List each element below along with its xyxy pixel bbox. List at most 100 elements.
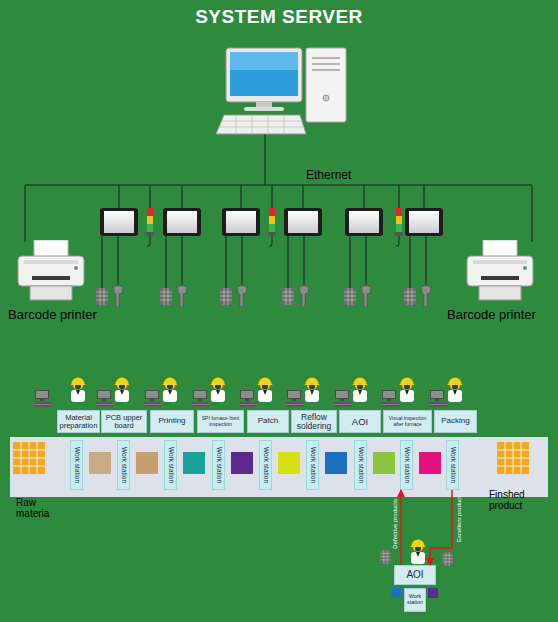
station-pc <box>429 390 447 407</box>
conveyor-band <box>10 437 548 497</box>
work-station-box: Work station <box>306 440 319 490</box>
node-text: Material preparation <box>59 414 98 430</box>
barcode-printer <box>467 240 533 300</box>
station-pc <box>34 390 52 407</box>
barcode-printers <box>18 240 533 300</box>
text-label: Finshed product <box>489 489 549 511</box>
product-block <box>325 452 347 474</box>
process-box: Material preparation <box>57 410 100 433</box>
operator <box>162 378 178 403</box>
product-block <box>278 452 300 474</box>
work-station-box: Work station <box>446 440 459 490</box>
node-text: Printing <box>158 417 185 425</box>
station-pc <box>192 390 210 407</box>
terminal-drops <box>119 185 424 208</box>
ethernet-bus <box>25 185 532 186</box>
node-text: Work station <box>405 594 425 606</box>
node-text: Work station <box>357 447 364 483</box>
station-pc <box>334 390 352 407</box>
operator <box>210 378 226 403</box>
screen <box>230 52 298 96</box>
device-wires <box>102 236 426 288</box>
station-pc <box>96 390 114 407</box>
product-block <box>373 452 395 474</box>
product-block <box>428 588 438 598</box>
work-station-box: Work station <box>259 440 272 490</box>
tower-light <box>395 208 403 246</box>
diagram-title: SYSTEM SERVER <box>0 6 558 28</box>
text-label: Barcode printer <box>8 308 118 322</box>
network-wires <box>25 134 532 288</box>
node-text: Work station <box>449 447 456 483</box>
work-station-box: Work station <box>354 440 367 490</box>
product-block <box>89 452 111 474</box>
keypad <box>404 288 416 305</box>
terminal <box>405 208 443 236</box>
barcode-printer <box>18 240 84 300</box>
tower-lights <box>146 208 403 246</box>
text-label: Barcode printer <box>447 308 557 322</box>
barcode-scanner <box>237 286 247 308</box>
node-text: Work station <box>309 447 316 483</box>
station-terminal <box>443 552 453 566</box>
edge-label: Defective products <box>392 499 398 549</box>
station-pc <box>286 390 304 407</box>
keypad <box>160 288 172 305</box>
work-station-box: Work station <box>212 440 225 490</box>
work-station-box: Work station <box>70 440 83 490</box>
flow-arrow <box>430 490 452 565</box>
node-text: Work station <box>215 447 222 483</box>
server-computer <box>216 48 346 134</box>
product-block <box>231 452 253 474</box>
station-terminal <box>381 550 391 564</box>
work-station-box: Work station <box>117 440 130 490</box>
node-text: Packing <box>441 417 469 425</box>
node-text: AOI <box>406 570 423 581</box>
node-text: AOI <box>352 417 368 427</box>
drive-bays <box>312 58 340 70</box>
inspection-box: AOI <box>394 565 436 585</box>
tower <box>306 48 346 122</box>
node-text: Work station <box>403 447 410 483</box>
flow-arrow <box>400 490 402 565</box>
node-text: Work station <box>120 447 127 483</box>
process-box: Packing <box>434 410 477 433</box>
operator <box>304 378 320 403</box>
operator <box>70 378 86 403</box>
terminal <box>163 208 201 236</box>
work-station-box: Work station <box>400 440 413 490</box>
text-label: Raw materia <box>16 497 66 519</box>
process-box: Printing <box>150 410 194 433</box>
process-box: PCB upper board <box>101 410 147 433</box>
scanners <box>113 286 431 308</box>
work-station-box: Work station <box>164 440 177 490</box>
terminal <box>100 208 138 236</box>
finished-product-grid <box>497 442 529 474</box>
tower-light <box>146 208 154 246</box>
operator <box>257 378 273 403</box>
raw-material-icon <box>13 442 45 474</box>
operator <box>114 378 130 403</box>
process-box: AOI <box>339 410 381 433</box>
operator <box>352 378 368 403</box>
barcode-scanner <box>113 286 123 308</box>
node-text: Work station <box>167 447 174 483</box>
light-drops <box>150 185 399 208</box>
process-box: Visual inspection after furnace <box>383 410 432 433</box>
finished-product-icon <box>497 442 529 474</box>
process-box: Patch <box>247 410 289 433</box>
product-block <box>183 452 205 474</box>
node-text: Reflow soldering <box>293 413 335 431</box>
terminal <box>222 208 260 236</box>
monitor-base <box>244 107 284 111</box>
terminal <box>284 208 322 236</box>
power-button <box>323 95 329 101</box>
monitor <box>226 48 302 102</box>
operator <box>399 378 415 403</box>
process-box: SPI furnace front inspection <box>197 410 244 433</box>
station-pc <box>144 390 162 407</box>
station-pc <box>239 390 257 407</box>
screen-glare <box>230 52 298 70</box>
keypad <box>220 288 232 305</box>
